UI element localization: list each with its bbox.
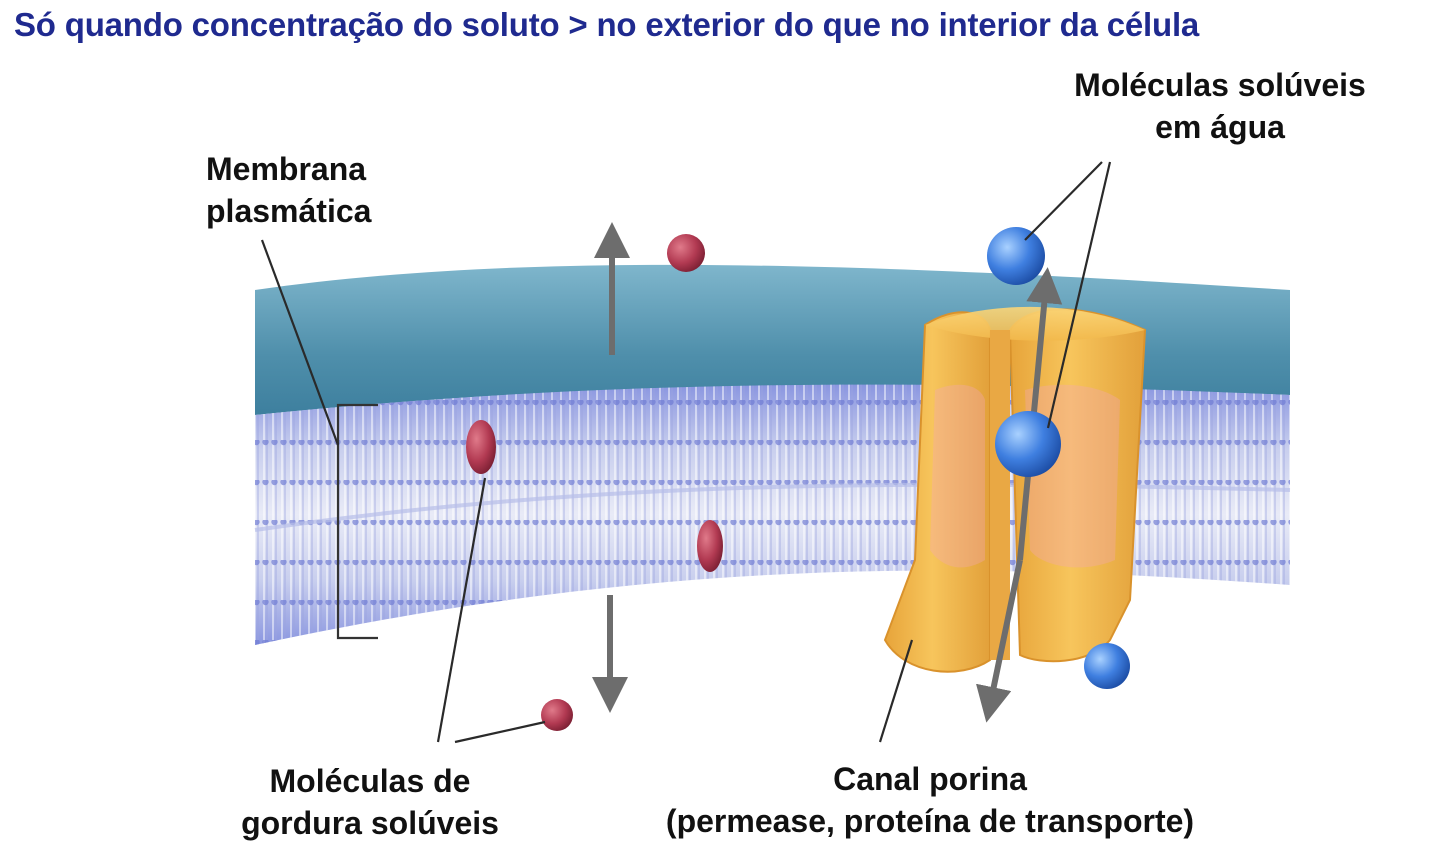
fat-soluble-label: Moléculas de gordura solúveis — [241, 763, 499, 841]
membrane-bracket — [336, 403, 378, 640]
water-molecule — [987, 227, 1045, 285]
leader-lines — [260, 161, 1112, 744]
porin-label: Canal porina (permease, proteína de tran… — [665, 761, 1195, 839]
fat-molecule — [466, 420, 496, 474]
water-molecule — [1084, 643, 1130, 689]
page-title: Só quando concentração do soluto > no ex… — [14, 6, 1200, 43]
fat-molecule — [541, 699, 573, 731]
water-molecule — [995, 411, 1061, 477]
porin-arrow-down — [976, 559, 1023, 723]
fat-molecule — [667, 234, 705, 272]
fat-molecule — [697, 520, 723, 572]
water-soluble-label: Moléculas solúveis em água — [1074, 67, 1366, 145]
porin-channel — [883, 306, 1147, 673]
membrane-label: Membrana plasmática — [206, 151, 372, 229]
